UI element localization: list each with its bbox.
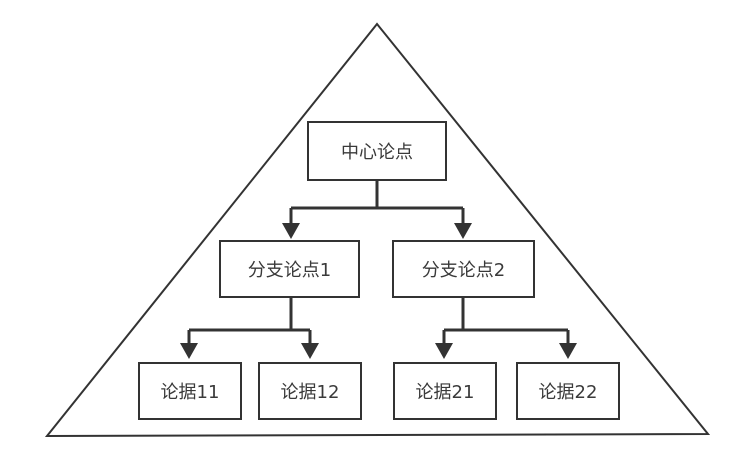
evidence-node-21: 论据21 [393,362,497,420]
evidence-node-11: 论据11 [138,362,242,420]
root-node: 中心论点 [307,121,447,181]
arrowhead-evidence-12 [301,343,319,359]
arrowhead-branch-2 [454,223,472,239]
evidence-node-12: 论据12 [258,362,362,420]
branch-node-2: 分支论点2 [392,240,535,298]
arrowhead-evidence-11 [180,343,198,359]
pyramid-outline [44,22,711,438]
branch-node-1: 分支论点1 [219,240,360,298]
arrowhead-evidence-22 [559,343,577,359]
evidence-node-22: 论据22 [516,362,620,420]
arrowhead-evidence-21 [435,343,453,359]
arrowhead-branch-1 [282,223,300,239]
